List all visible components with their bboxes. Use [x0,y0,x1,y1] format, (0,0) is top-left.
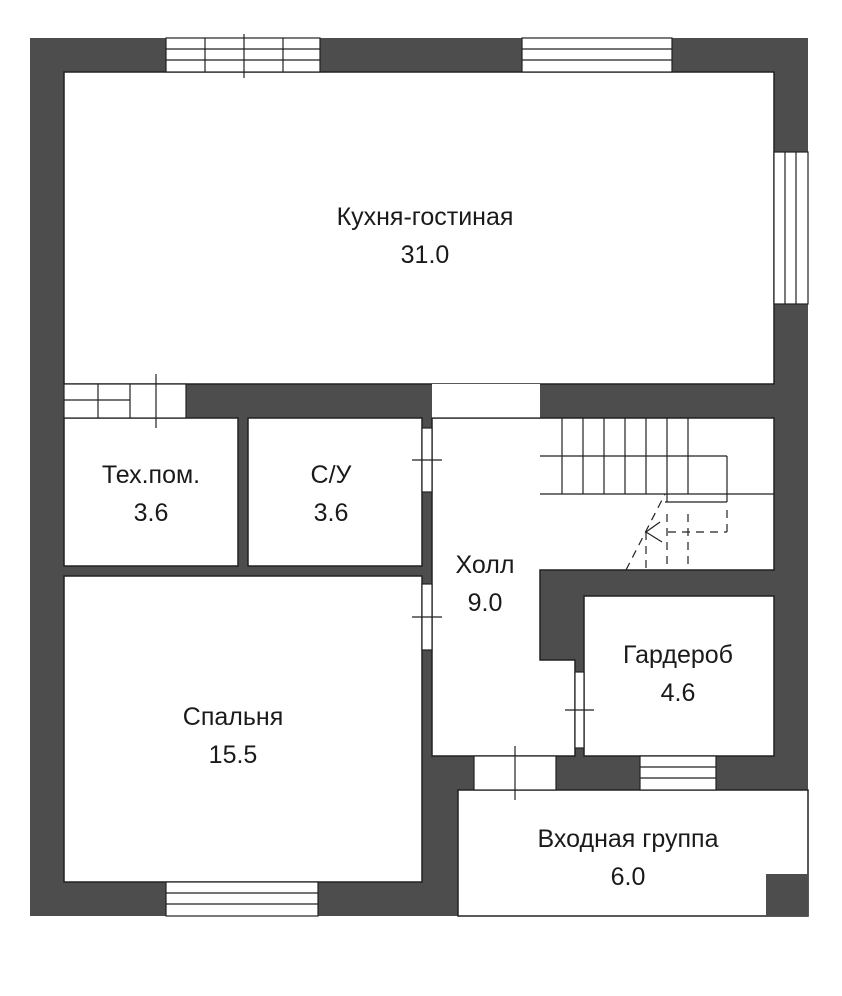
doors [412,427,594,749]
room-area: 9.0 [467,589,503,617]
window-right [773,151,809,305]
room-name: Тех.пом. [101,461,201,489]
room-area: 3.6 [313,499,349,527]
room-kitchen-living [63,71,775,385]
door-bathroom [412,427,442,493]
room-name: Кухня-гостиная [336,203,514,231]
window-wardrobe [639,755,717,791]
room-name: Гардероб [623,641,733,669]
room-bathroom [247,417,423,567]
room-label-kitchen-living: Кухня-гостиная 31.0 [337,198,514,274]
window-top-left [165,34,321,78]
room-name: Входная группа [537,825,719,853]
room-label-bedroom: Спальня 15.5 [183,698,283,774]
windows [63,34,809,917]
stairs [432,417,774,571]
window-top-right [521,37,673,73]
room-area: 15.5 [208,741,258,769]
room-wardrobe [583,595,775,757]
door-entrance [473,746,557,800]
tech-wall-masonry [63,374,187,428]
door-wardrobe [565,671,594,749]
entrance-corner-column [766,874,808,916]
hall-opening [432,384,540,418]
room-area: 6.0 [610,863,646,891]
room-area: 31.0 [400,241,450,269]
room-label-tech: Тех.пом. 3.6 [102,456,200,532]
door-bedroom [412,583,442,651]
room-label-wardrobe: Гардероб 4.6 [623,636,733,712]
room-label-bathroom: С/У 3.6 [311,456,352,532]
window-bottom [165,881,319,917]
room-name: Спальня [182,703,284,731]
room-bedroom [63,575,423,883]
room-area: 3.6 [133,499,169,527]
stair-direction-arrow-icon [644,521,663,543]
room-label-hall: Холл 9.0 [456,546,515,622]
room-name: С/У [310,461,352,489]
room-entrance [457,789,809,917]
room-label-entrance: Входная группа 6.0 [538,820,719,896]
room-area: 4.6 [660,679,696,707]
room-name: Холл [455,551,515,579]
